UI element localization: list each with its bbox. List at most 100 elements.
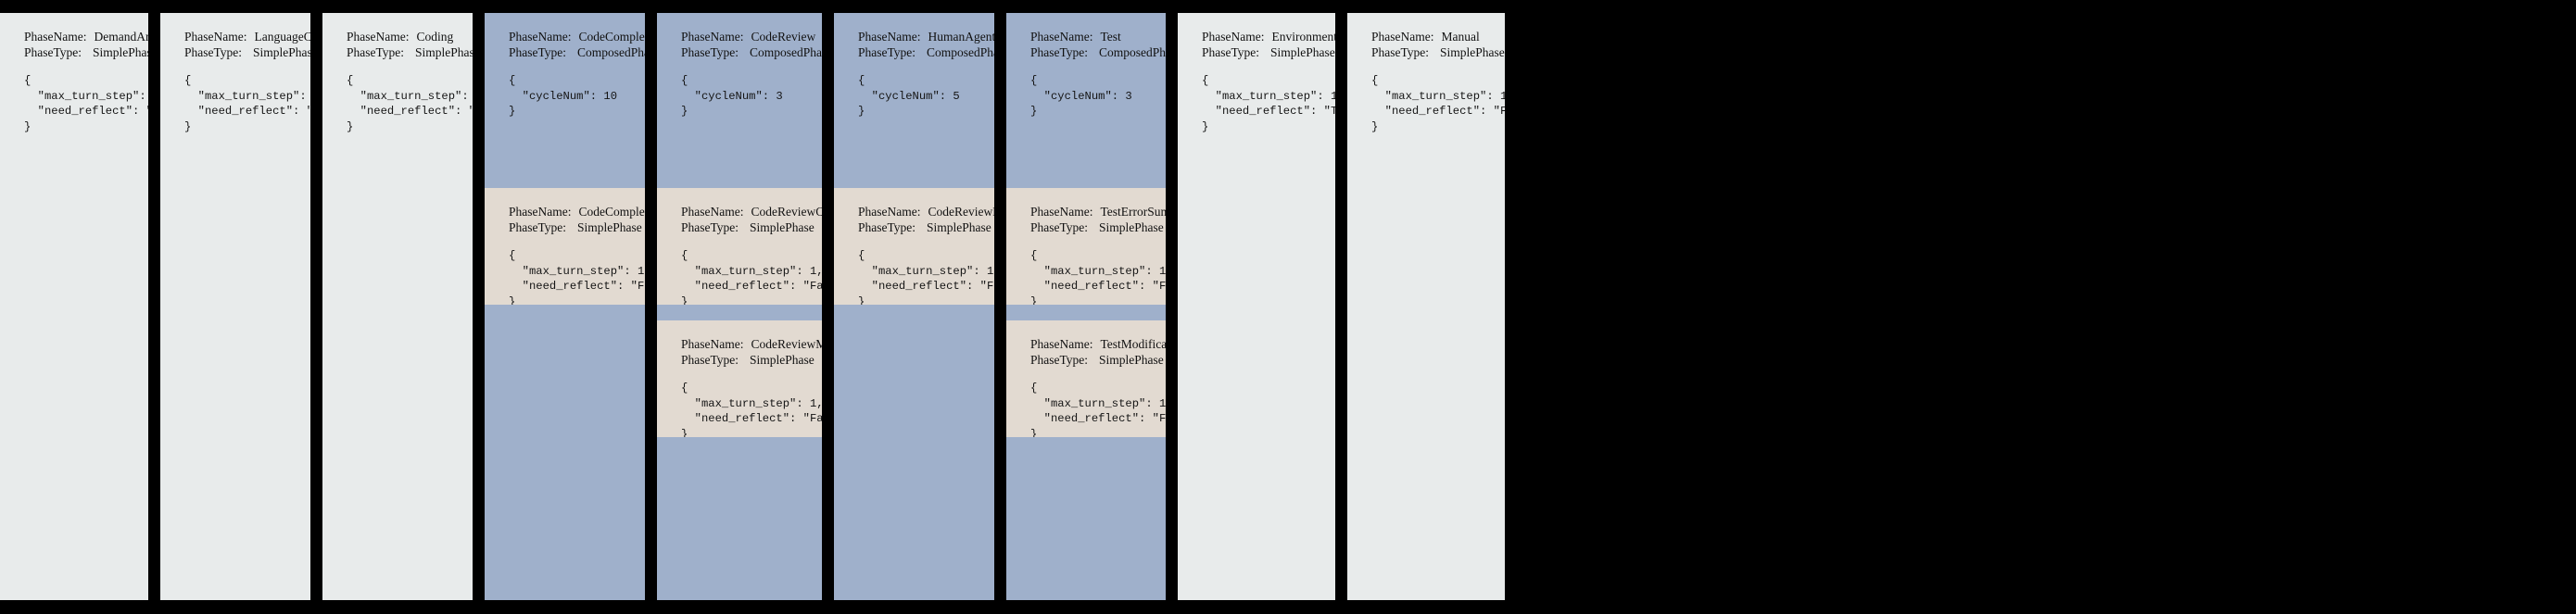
phase-name-value: EnvironmentDoc — [1271, 30, 1335, 44]
subphase-type-row: PhaseType:SimplePhase — [1030, 219, 1166, 235]
phase-type-key: PhaseType: — [681, 45, 739, 59]
subphase-card[interactable]: PhaseName:CodeReviewComment PhaseType: Si… — [657, 188, 822, 308]
subphase-card[interactable]: PhaseName:CodeReviewHuman PhaseType:Simp… — [834, 188, 994, 308]
phase-panel-codecompleteall[interactable]: PhaseName:CodeCompleteAll PhaseType: Comp… — [485, 13, 645, 600]
subphase-name-row: PhaseName:CodeComplete — [509, 204, 645, 219]
phase-header: PhaseName: HumanAgentInteraction PhaseTyp… — [834, 13, 994, 188]
phase-type-key: PhaseType: — [858, 45, 916, 59]
phase-type-value: ComposedPhase — [577, 45, 645, 59]
phase-panel-coding[interactable]: PhaseName:Coding PhaseType:SimplePhase {… — [322, 13, 473, 600]
subphase-card[interactable]: PhaseName:TestErrorSummary PhaseType:Sim… — [1006, 188, 1166, 308]
subphase-name-key: PhaseName: — [1030, 337, 1093, 351]
phase-name-row: PhaseName: Manual — [1371, 29, 1505, 44]
phase-name-value: LanguageChoose — [254, 30, 310, 44]
subphase-type-key: PhaseType: — [681, 353, 739, 367]
phase-name-key: PhaseName: — [184, 30, 247, 44]
subphase-meta: PhaseName:TestModification PhaseType:Sim… — [1030, 336, 1166, 368]
phase-name-row: PhaseName:CodeCompleteAll — [509, 29, 645, 44]
phase-type-row: PhaseType:SimplePhase — [24, 44, 148, 60]
phase-panel-demandanalysis[interactable]: PhaseName:DemandAnalysis PhaseType:Simpl… — [0, 13, 148, 600]
subphase-name-value: CodeReviewHuman — [928, 205, 994, 219]
phase-name-row: PhaseName:CodeReview — [681, 29, 822, 44]
phase-type-key: PhaseType: — [1202, 45, 1260, 59]
phase-type-row: PhaseType:SimplePhase — [1371, 44, 1505, 60]
phase-header: PhaseName:LanguageChoose PhaseType:Simpl… — [160, 13, 310, 147]
subphase-type-key: PhaseType: — [681, 220, 739, 234]
subphase-meta: PhaseName:CodeComplete PhaseType: SimpleP… — [509, 204, 645, 235]
phase-config-json: { "cycleNum": 3 } — [1030, 74, 1132, 118]
subphase-config-json: { "max_turn_step": 1, "need_reflect": "F… — [681, 249, 822, 308]
subphase-type-row: PhaseType:SimplePhase — [681, 352, 822, 368]
subphase-config-json: { "max_turn_step": 1, "need_reflect": "F… — [681, 382, 822, 441]
phase-panel-test[interactable]: PhaseName:Test PhaseType:ComposedPhase {… — [1006, 13, 1166, 600]
phase-panel-codereview[interactable]: PhaseName:CodeReview PhaseType:ComposedP… — [657, 13, 822, 600]
subphase-card[interactable]: PhaseName:CodeComplete PhaseType: SimpleP… — [485, 188, 645, 308]
phase-header: PhaseName:Coding PhaseType:SimplePhase {… — [322, 13, 473, 147]
phase-panel-environmentdoc[interactable]: PhaseName: EnvironmentDoc PhaseType:Simpl… — [1178, 13, 1335, 600]
phase-config-json: { "max_turn_step": -1, "need_reflect": "… — [24, 74, 148, 133]
phase-name-row: PhaseName:DemandAnalysis — [24, 29, 148, 44]
panel-filler — [657, 437, 822, 600]
subphase-config-json: { "max_turn_step": 1, "need_reflect": "F… — [858, 249, 994, 308]
subphase-card[interactable]: PhaseName: CodeReviewModification PhaseTy… — [657, 320, 822, 441]
subphase-name-key: PhaseName: — [681, 205, 744, 219]
subphase-name-key: PhaseName: — [858, 205, 921, 219]
phase-config-json: { "max_turn_step": 1, "need_reflect": "T… — [1202, 74, 1335, 133]
phase-meta: PhaseName:Coding PhaseType:SimplePhase — [347, 29, 473, 60]
subphase-card[interactable]: PhaseName:TestModification PhaseType:Sim… — [1006, 320, 1166, 441]
phase-name-key: PhaseName: — [1371, 30, 1434, 44]
phase-type-value: SimplePhase — [253, 45, 310, 59]
phase-name-key: PhaseName: — [1202, 30, 1265, 44]
phase-type-key: PhaseType: — [24, 45, 82, 59]
subphase-type-key: PhaseType: — [858, 220, 916, 234]
panel-filler — [834, 305, 994, 600]
subphase-config-json: { "max_turn_step": 1, "need_reflect": "F… — [1030, 249, 1166, 308]
phase-name-value: HumanAgentInteraction — [928, 30, 994, 44]
phase-type-row: PhaseType:SimplePhase — [1202, 44, 1335, 60]
subphase-name-key: PhaseName: — [1030, 205, 1093, 219]
subphase-type-value: SimplePhase — [750, 220, 814, 234]
panel-filler — [1178, 147, 1335, 600]
subphase-type-row: PhaseType: SimplePhase — [681, 219, 822, 235]
subphase-meta: PhaseName: CodeReviewModification PhaseTy… — [681, 336, 822, 368]
phase-meta: PhaseName:DemandAnalysis PhaseType:Simpl… — [24, 29, 148, 60]
phase-meta: PhaseName: EnvironmentDoc PhaseType:Simpl… — [1202, 29, 1335, 60]
phase-type-value: SimplePhase — [415, 45, 473, 59]
subphase-config-json: { "max_turn_step": 1, "need_reflect": "F… — [1030, 382, 1166, 441]
phase-header: PhaseName:Test PhaseType:ComposedPhase {… — [1006, 13, 1166, 188]
phase-panel-humanagentinteraction[interactable]: PhaseName: HumanAgentInteraction PhaseTyp… — [834, 13, 994, 600]
phase-meta: PhaseName: Manual PhaseType:SimplePhase — [1371, 29, 1505, 60]
phase-type-value: ComposedPhase — [1099, 45, 1166, 59]
phase-name-key: PhaseName: — [858, 30, 921, 44]
phase-config-json: { "cycleNum": 10 } — [509, 74, 618, 118]
phase-type-key: PhaseType: — [509, 45, 567, 59]
phase-name-value: Manual — [1441, 30, 1480, 44]
phase-type-key: PhaseType: — [1371, 45, 1430, 59]
subphase-name-key: PhaseName: — [509, 205, 572, 219]
phase-config-json: { "max_turn_step": 1, "need_reflect": "F… — [347, 74, 473, 133]
phase-name-key: PhaseName: — [1030, 30, 1093, 44]
subphase-type-key: PhaseType: — [1030, 220, 1089, 234]
subphase-meta: PhaseName:CodeReviewHuman PhaseType:Simp… — [858, 204, 994, 235]
subphase-type-key: PhaseType: — [1030, 353, 1089, 367]
panel-filler — [0, 147, 148, 600]
subphase-type-value: SimplePhase — [577, 220, 642, 234]
phase-name-row: PhaseName: EnvironmentDoc — [1202, 29, 1335, 44]
phase-panel-manual[interactable]: PhaseName:Manual PhaseType:SimplePhase {… — [1347, 13, 1505, 600]
subphase-name-row: PhaseName: CodeReviewHuman — [858, 204, 994, 219]
phase-name-value: CodeReview — [751, 30, 816, 44]
panel-filler — [485, 305, 645, 600]
phase-name-key: PhaseName: — [509, 30, 572, 44]
subphase-config-json: { "max_turn_step": 1, "need_reflect": "F… — [509, 249, 645, 308]
phase-panel-languagechoose[interactable]: PhaseName:LanguageChoose PhaseType:Simpl… — [160, 13, 310, 600]
phase-meta: PhaseName:CodeReview PhaseType:ComposedP… — [681, 29, 822, 60]
subphase-meta: PhaseName:TestErrorSummary PhaseType:Sim… — [1030, 204, 1166, 235]
subphase-type-key: PhaseType: — [509, 220, 567, 234]
subphase-name-row: PhaseName:CodeReviewComment — [681, 204, 822, 219]
panel-filler — [1347, 147, 1505, 600]
phase-name-row: PhaseName: LanguageChoose — [184, 29, 310, 44]
subphase-name-value: CodeReviewModification — [751, 337, 822, 351]
subphase-name-key: PhaseName: — [681, 337, 744, 351]
subphase-name-value: TestModification — [1100, 337, 1166, 351]
phase-name-key: PhaseName: — [347, 30, 410, 44]
